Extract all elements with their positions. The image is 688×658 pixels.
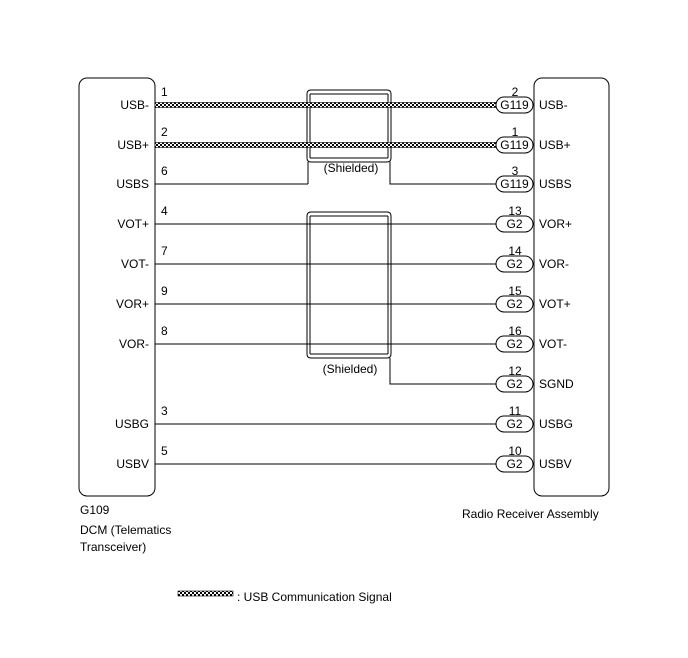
connector-pill — [495, 375, 534, 393]
connector-label: G119 — [500, 177, 529, 191]
dcm-connector-label: G109 — [80, 503, 110, 517]
right-terminal-label: USBV — [539, 457, 572, 471]
connector-pill — [495, 255, 534, 273]
wires-group: USB-1G1192USB-USB+2G1191USB+USBS6G1193US… — [115, 85, 574, 473]
connector-pill — [495, 215, 534, 233]
right-pin-number: 10 — [508, 444, 522, 458]
left-pin-number: 9 — [161, 284, 168, 298]
left-terminal-label: USB- — [120, 98, 149, 112]
connector-label: G2 — [506, 257, 522, 271]
left-pin-number: 6 — [161, 164, 168, 178]
shield-usb-label: (Shielded) — [324, 161, 379, 175]
connector-pill — [495, 136, 534, 154]
right-pin-number: 14 — [508, 244, 522, 258]
left-terminal-label: USB+ — [117, 138, 149, 152]
left-terminal-label: VOR+ — [116, 297, 149, 311]
right-terminal-label: USBS — [539, 177, 572, 191]
right-pin-number: 1 — [512, 125, 519, 139]
connector-pill — [495, 455, 534, 473]
shield-audio-label: (Shielded) — [323, 362, 378, 376]
left-terminal-label: USBS — [116, 177, 149, 191]
dcm-name-line2: Transceiver) — [80, 540, 146, 554]
connector-label: G2 — [506, 377, 522, 391]
right-terminal-label: USBG — [539, 417, 573, 431]
legend-usb-swatch — [177, 590, 234, 597]
connector-label: G2 — [506, 417, 522, 431]
right-pin-number: 2 — [512, 85, 519, 99]
connector-label: G119 — [500, 138, 529, 152]
connector-pill — [495, 175, 534, 193]
connector-label: G2 — [506, 457, 522, 471]
left-terminal-label: USBG — [115, 417, 149, 431]
right-terminal-label: VOT+ — [539, 297, 571, 311]
dcm-box — [78, 77, 156, 497]
right-terminal-label: VOR- — [539, 257, 569, 271]
right-terminal-label: USB+ — [539, 138, 571, 152]
left-pin-number: 2 — [161, 125, 168, 139]
right-pin-number: 11 — [509, 404, 522, 418]
connector-label: G119 — [500, 98, 529, 112]
connector-pill — [495, 295, 534, 313]
radio-receiver-box — [533, 77, 610, 497]
legend-text: : USB Communication Signal — [237, 590, 392, 604]
left-terminal-label: VOR- — [119, 337, 149, 351]
connector-label: G2 — [506, 297, 522, 311]
right-terminal-label: USB- — [539, 98, 568, 112]
left-terminal-label: VOT+ — [117, 217, 149, 231]
usb-twisted-wire — [154, 142, 497, 148]
right-pin-number: 12 — [508, 364, 522, 378]
left-pin-number: 3 — [161, 404, 168, 418]
left-pin-number: 7 — [161, 244, 168, 258]
right-pin-number: 15 — [508, 284, 522, 298]
usb-twisted-wire — [154, 102, 497, 108]
shield-audio — [306, 211, 496, 385]
right-pin-number: 13 — [508, 204, 522, 218]
right-pin-number: 16 — [508, 324, 522, 338]
right-terminal-label: VOT- — [539, 337, 567, 351]
connector-label: G2 — [506, 337, 522, 351]
right-terminal-label: SGND — [539, 377, 574, 391]
left-pin-number: 5 — [161, 444, 168, 458]
dcm-name-line1: DCM (Telematics — [80, 523, 171, 537]
right-terminal-label: VOR+ — [539, 217, 572, 231]
connector-pill — [495, 96, 534, 114]
left-terminal-label: VOT- — [121, 257, 149, 271]
left-pin-number: 8 — [161, 324, 168, 338]
left-terminal-label: USBV — [116, 457, 149, 471]
radio-receiver-name: Radio Receiver Assembly — [462, 507, 599, 521]
connector-label: G2 — [506, 217, 522, 231]
left-pin-number: 1 — [161, 85, 168, 99]
connector-pill — [495, 415, 534, 433]
connector-pill — [495, 335, 534, 353]
left-pin-number: 4 — [161, 204, 168, 218]
right-pin-number: 3 — [512, 164, 519, 178]
